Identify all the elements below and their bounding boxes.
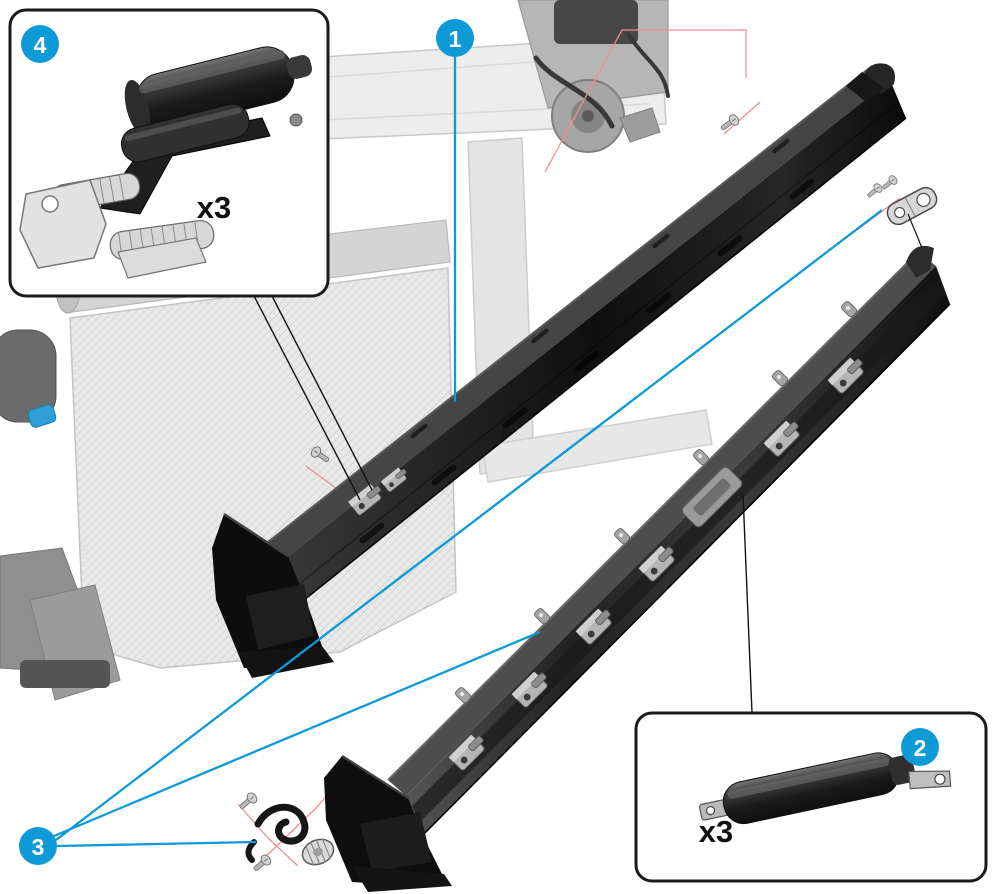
clip-part xyxy=(236,790,335,875)
lower-rail-assembly xyxy=(324,245,951,892)
roller-quantity-label: x3 xyxy=(197,190,231,225)
cable xyxy=(533,55,615,129)
lower-rail-end-hook xyxy=(906,245,934,278)
callout-3: 3 xyxy=(19,827,57,865)
red-line xyxy=(723,101,761,135)
grommet xyxy=(301,838,335,866)
callout-1: 1 xyxy=(436,19,474,57)
callout-2: 2 xyxy=(901,728,939,766)
upper-rail-end-hook xyxy=(862,63,895,94)
roller xyxy=(124,46,313,135)
callout-4: 4 xyxy=(21,25,59,63)
screw xyxy=(250,852,274,875)
callout-3-leader-short xyxy=(56,840,257,848)
callout-3-number: 3 xyxy=(32,834,45,860)
screw xyxy=(864,181,885,201)
cable xyxy=(626,32,670,98)
screw xyxy=(718,112,742,134)
hook-bracket-part xyxy=(864,173,938,249)
upper-rail-top-face xyxy=(268,66,890,558)
inset-damper: x3 2 xyxy=(634,711,988,883)
inset-roller-assembly: x3 4 xyxy=(8,8,330,298)
callout-4-circle xyxy=(21,25,59,63)
hook-leader xyxy=(907,213,923,249)
printer-crossbar xyxy=(481,409,713,483)
center-handle xyxy=(681,466,743,528)
callout-leader-lines xyxy=(53,57,883,848)
bracket-plate xyxy=(19,179,107,269)
callout-3-leader-mid xyxy=(53,630,541,838)
inset4-leader xyxy=(271,295,373,491)
screw xyxy=(879,173,900,193)
bracket-plate-2 xyxy=(117,237,207,279)
red-line xyxy=(622,29,747,78)
red-line xyxy=(544,29,623,173)
lower-rail-top-face xyxy=(388,252,936,796)
red-line xyxy=(237,803,299,867)
left-roll-bar xyxy=(0,329,57,423)
blue-knob xyxy=(27,404,57,428)
callout-2-circle xyxy=(901,728,939,766)
roller-secondary xyxy=(120,103,250,163)
callout-3-circle xyxy=(19,827,57,865)
callout-1-number: 1 xyxy=(449,26,462,52)
screw xyxy=(236,790,260,813)
damper-quantity-label: x3 xyxy=(699,814,733,849)
callout-3-leader-long xyxy=(55,209,883,841)
upper-rail-assembly xyxy=(212,63,907,678)
callout-1-circle xyxy=(436,19,474,57)
callout-4-number: 4 xyxy=(34,32,47,58)
inset2-leader xyxy=(742,493,753,714)
inset-leader-lines xyxy=(253,295,753,714)
callout-2-number: 2 xyxy=(914,735,927,761)
inset4-leader xyxy=(253,295,361,501)
